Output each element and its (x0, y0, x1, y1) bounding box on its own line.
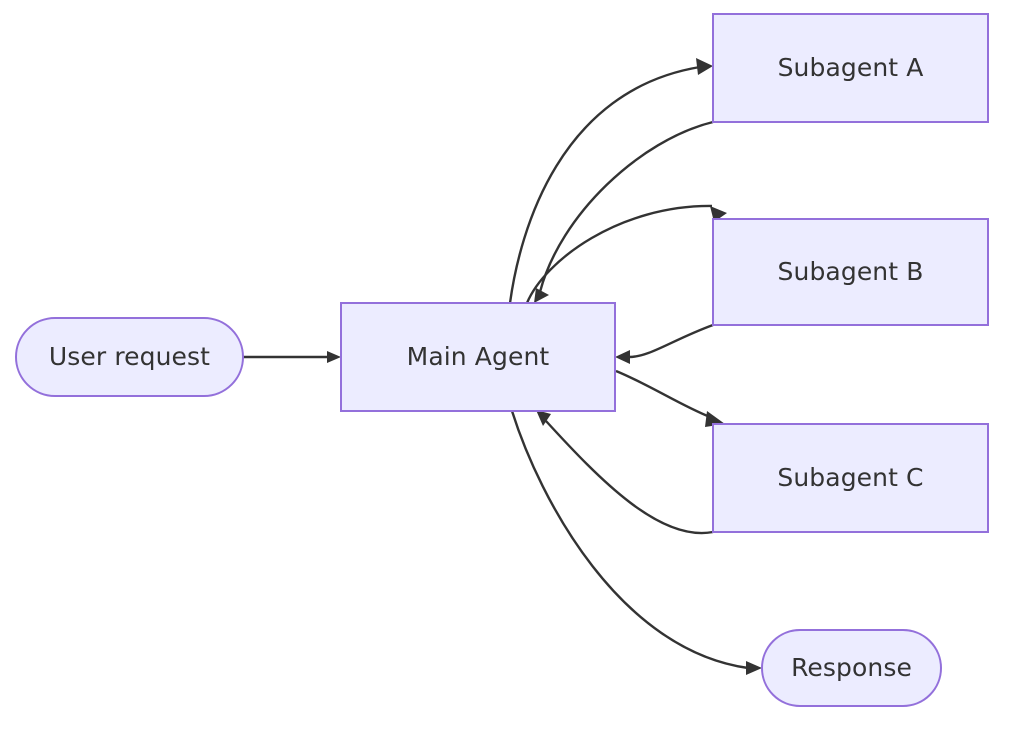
arrow-head-icon (536, 410, 551, 426)
node-user-request-label: User request (49, 342, 210, 371)
edge-path (508, 65, 701, 304)
edge-path (615, 369, 711, 419)
arrow-head-icon (534, 288, 549, 303)
node-shape (712, 218, 989, 326)
node-subagent-c-label: Subagent C (777, 463, 923, 492)
node-subagent-a[interactable]: Subagent A (712, 13, 989, 123)
arrow-head-icon (327, 351, 341, 363)
arrow-head-icon (615, 350, 630, 364)
node-shape (712, 13, 989, 123)
edge-path (628, 323, 714, 359)
edge-path (525, 204, 713, 304)
edge-path (538, 120, 714, 293)
arrow-head-icon (696, 58, 713, 75)
node-subagent-a-label: Subagent A (778, 53, 924, 82)
edge-subagent-a-to-main-agent (534, 120, 714, 303)
edge-subagent-c-to-main-agent (536, 410, 714, 535)
node-subagent-c[interactable]: Subagent C (712, 423, 989, 533)
edge-subagent-b-to-main-agent (615, 323, 714, 364)
node-shape (761, 629, 942, 707)
edge-main-agent-to-subagent-c (615, 369, 725, 427)
edge-path (545, 420, 714, 535)
edge-main-agent-to-response (510, 410, 762, 675)
node-response-label: Response (791, 653, 912, 682)
node-shape (15, 317, 244, 397)
node-user-request[interactable]: User request (15, 317, 244, 397)
edge-path (510, 410, 749, 670)
edge-main-agent-to-subagent-b (525, 204, 727, 304)
edge-layer (243, 58, 762, 675)
node-shape (712, 423, 989, 533)
arrow-head-icon (746, 661, 762, 675)
node-shape (340, 302, 616, 412)
edge-main-agent-to-subagent-a (508, 58, 713, 304)
node-layer: User request Main Agent Subagent A Subag… (15, 13, 989, 707)
node-main-agent[interactable]: Main Agent (340, 302, 616, 412)
edge-user-request-to-main-agent (243, 351, 341, 363)
node-subagent-b[interactable]: Subagent B (712, 218, 989, 326)
node-subagent-b-label: Subagent B (778, 257, 924, 286)
node-main-agent-label: Main Agent (407, 342, 550, 371)
node-response[interactable]: Response (761, 629, 942, 707)
